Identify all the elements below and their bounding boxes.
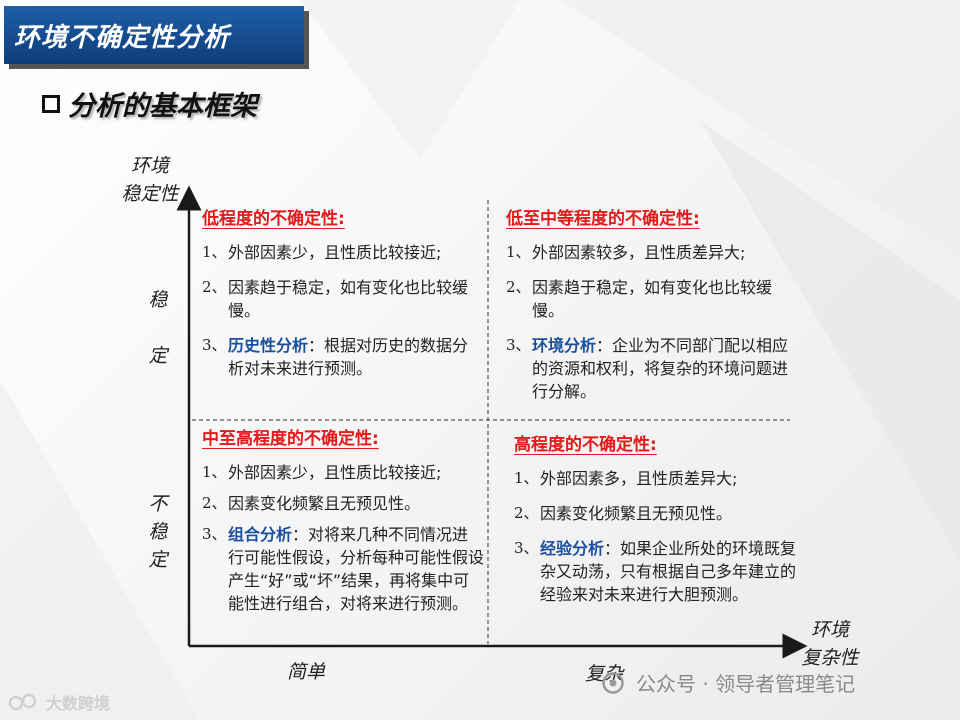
- watermark-left: 大数跨境: [8, 690, 110, 714]
- list-item: 1、 外部因素多，且性质差异大;: [514, 469, 738, 488]
- quadrant-low-uncertainty: 低程度的不确定性: 1、 外部因素少，且性质比较接近; 2、 因素趋于稳定，如有…: [202, 208, 484, 392]
- quadrant-title: 低至中等程度的不确定性:: [506, 209, 700, 229]
- quadrant-low-to-medium-uncertainty: 低至中等程度的不确定性: 1、 外部因素较多，且性质差异大; 2、 因素趋于稳定…: [506, 208, 796, 415]
- list-item: 3、 组合分析：对将来几种不同情况进行可能性假设，分析每种可能性假设产生“好”或…: [202, 525, 485, 613]
- watermark-right-text: 公众号 · 领导者管理笔记: [636, 672, 856, 696]
- list-item: 2、 因素变化频繁且无预见性。: [202, 494, 421, 513]
- list-item: 3、 经验分析：如果企业所处的环境既复杂又动荡，只有根据自己多年建立的经验来对未…: [514, 539, 797, 604]
- quadrant-high-uncertainty: 高程度的不确定性: 1、 外部因素多，且性质差异大; 2、 因素变化频繁且无预见…: [514, 434, 798, 618]
- y-axis-title: 环境 稳定性: [121, 155, 179, 205]
- watermark-right: 公众号 · 领导者管理笔记: [598, 668, 855, 697]
- section-heading-text: 分析的基本框架: [68, 91, 257, 122]
- quadrant-title: 高程度的不确定性:: [514, 435, 657, 455]
- x-axis-title: 环境 复杂性: [801, 619, 859, 669]
- quadrant-title: 低程度的不确定性:: [202, 209, 345, 229]
- list-item: 2、 因素变化频繁且无预见性。: [514, 504, 733, 523]
- list-item: 1、 外部因素少，且性质比较接近;: [202, 243, 442, 262]
- quadrant-medium-to-high-uncertainty: 中至高程度的不确定性: 1、 外部因素少，且性质比较接近; 2、 因素变化频繁且…: [202, 428, 484, 627]
- list-item: 3、 环境分析：企业为不同部门配以相应的资源和权利，将复杂的环境问题进行分解。: [506, 336, 789, 401]
- list-item: 3、 历史性分析：根据对历史的数据分析对未来进行预测。: [202, 336, 469, 378]
- section-heading: 分析的基本框架: [42, 84, 257, 123]
- y-label-stable: 稳 定: [148, 289, 168, 367]
- wechat-official-account-icon: [602, 671, 624, 694]
- title-banner: 环境不确定性分析: [4, 6, 304, 64]
- x-label-simple: 简单: [286, 661, 325, 683]
- y-label-unstable: 不 稳 定: [148, 493, 168, 571]
- watermark-left-text: 大数跨境: [46, 694, 111, 713]
- brand-logo-icon: [8, 693, 37, 711]
- list-item: 2、 因素趋于稳定，如有变化也比较缓慢。: [202, 278, 469, 320]
- list-item: 1、 外部因素少，且性质比较接近;: [202, 463, 442, 482]
- list-item: 1、 外部因素较多，且性质差异大;: [506, 243, 746, 262]
- page-title: 环境不确定性分析: [14, 22, 231, 53]
- list-item: 2、 因素趋于稳定，如有变化也比较缓慢。: [506, 278, 773, 320]
- checkbox-bullet-icon: [42, 94, 60, 113]
- quadrant-title: 中至高程度的不确定性:: [202, 429, 379, 449]
